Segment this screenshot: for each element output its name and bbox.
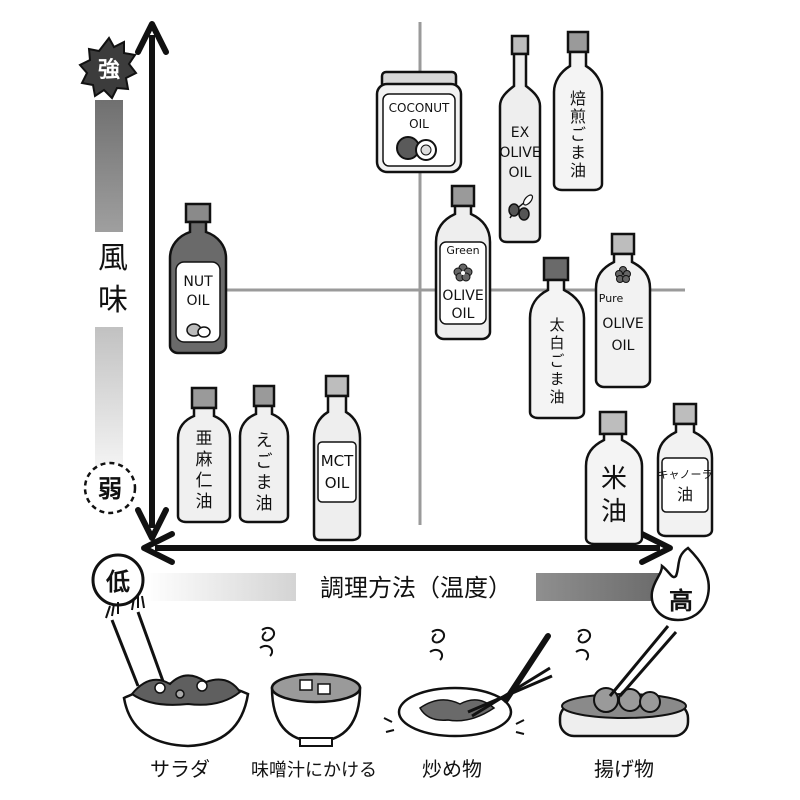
y-axis-title-2: 味 bbox=[98, 283, 128, 318]
egoma-label-char: ご bbox=[256, 452, 273, 472]
green-olive-label-1: Green bbox=[446, 244, 479, 257]
linseed-label-char: 麻 bbox=[196, 450, 213, 470]
stirfry-illustration bbox=[383, 628, 553, 738]
rice-label-2: 油 bbox=[601, 497, 627, 527]
mct-oil-bottle: MCT OIL bbox=[312, 374, 362, 542]
nut-oil-bottle: NUT OIL bbox=[168, 202, 228, 355]
canola-label-2: 油 bbox=[677, 485, 693, 504]
fried-label: 揚げ物 bbox=[594, 757, 654, 781]
mct-label-2: OIL bbox=[325, 474, 350, 492]
flower-icon bbox=[453, 263, 473, 282]
coconut-oil-jar: COCONUT OIL bbox=[375, 70, 463, 174]
weak-label: 弱 bbox=[98, 475, 122, 503]
egoma-label-char: え bbox=[256, 431, 273, 451]
nut-label-2: OIL bbox=[187, 293, 210, 309]
ex-olive-label-3: OIL bbox=[509, 165, 532, 181]
weak-badge: 弱 bbox=[83, 461, 137, 515]
pure-olive-label-1: Pure bbox=[599, 292, 624, 305]
ex-olive-oil-bottle: EX OLIVE OIL bbox=[498, 34, 542, 244]
ex-olive-label-1: EX bbox=[511, 125, 530, 141]
strong-label: 強 bbox=[98, 57, 120, 83]
roasted-sesame-label-char: ま bbox=[570, 143, 586, 162]
high-badge: 高 bbox=[650, 546, 711, 622]
canola-label-1: キャノーラ bbox=[658, 468, 713, 481]
flower-icon-2 bbox=[615, 266, 631, 283]
nut-icon bbox=[186, 323, 211, 338]
high-label: 高 bbox=[669, 587, 693, 615]
roasted-sesame-label-char: ご bbox=[570, 125, 586, 144]
low-badge: 低 bbox=[91, 553, 145, 607]
miso-label: 味噌汁にかける bbox=[251, 760, 377, 781]
green-olive-label-3: OIL bbox=[452, 306, 475, 322]
fried-illustration bbox=[558, 625, 690, 738]
rice-label-1: 米 bbox=[601, 464, 627, 494]
linseed-label-char: 油 bbox=[196, 492, 213, 512]
mct-label-1: MCT bbox=[321, 452, 354, 470]
strong-badge: 強 bbox=[78, 36, 138, 100]
x-axis-title: 調理方法（温度） bbox=[320, 574, 512, 602]
roasted-sesame-label-char: 煎 bbox=[570, 107, 586, 126]
salad-illustration bbox=[105, 595, 250, 748]
linseed-label-char: 仁 bbox=[196, 471, 213, 491]
white-sesame-label-char: 白 bbox=[549, 334, 564, 352]
canola-oil-bottle: キャノーラ 油 bbox=[656, 402, 714, 538]
roasted-sesame-label-char: 焙 bbox=[570, 89, 586, 108]
coconut-label-2: OIL bbox=[409, 117, 429, 131]
nut-label-1: NUT bbox=[183, 274, 213, 290]
y-axis-title-1: 風 bbox=[98, 241, 128, 276]
miso-soup-illustration bbox=[259, 626, 362, 747]
rice-oil-bottle: 米 油 bbox=[584, 410, 644, 546]
pure-olive-oil-bottle: Pure OLIVE OIL bbox=[594, 232, 652, 389]
egoma-label-char: 油 bbox=[256, 494, 273, 514]
low-label: 低 bbox=[105, 568, 130, 596]
roasted-sesame-label-char: 油 bbox=[570, 161, 586, 180]
salad-label: サラダ bbox=[150, 757, 210, 781]
stirfry-label: 炒め物 bbox=[422, 757, 482, 781]
white-sesame-label-char: 太 bbox=[549, 316, 564, 334]
x-axis-arrow bbox=[141, 531, 673, 565]
pure-olive-label-3: OIL bbox=[612, 338, 635, 354]
pure-olive-label-2: OLIVE bbox=[602, 316, 643, 332]
olive-branch-icon bbox=[508, 194, 534, 221]
egoma-label-char: ま bbox=[256, 473, 273, 493]
white-sesame-label-char: ま bbox=[549, 370, 564, 388]
coconut-label-1: COCONUT bbox=[389, 101, 450, 115]
white-sesame-label-char: 油 bbox=[549, 388, 564, 406]
ex-olive-label-2: OLIVE bbox=[499, 145, 540, 161]
white-sesame-label-char: ご bbox=[549, 352, 564, 370]
green-olive-oil-bottle: Green OLIVE OIL bbox=[434, 184, 492, 341]
linseed-label-char: 亜 bbox=[196, 429, 213, 449]
green-olive-label-2: OLIVE bbox=[442, 288, 483, 304]
y-axis-arrow bbox=[135, 21, 169, 541]
